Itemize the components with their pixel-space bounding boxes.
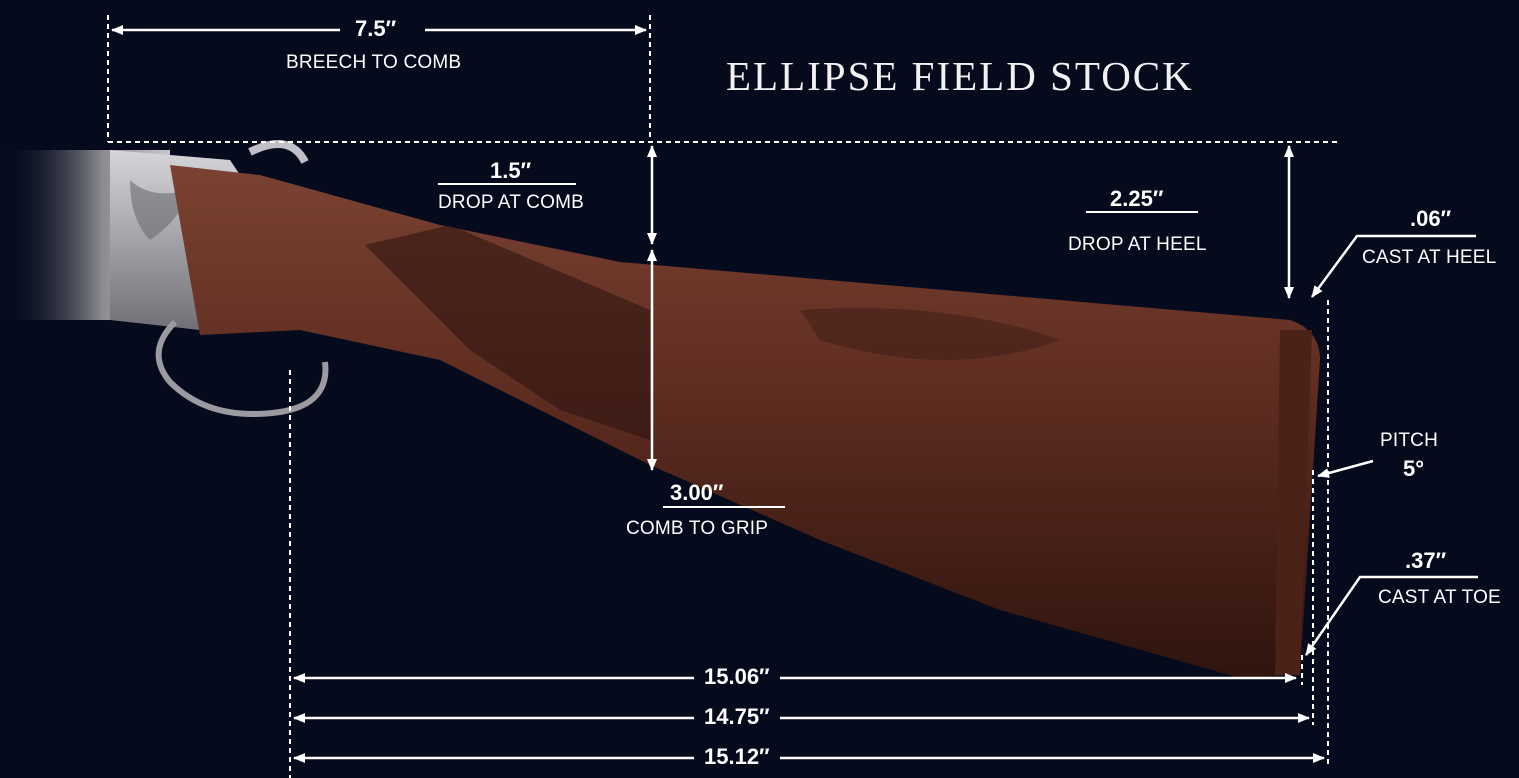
- drop-at-heel-value: 2.25″: [1110, 186, 1164, 211]
- drop-at-heel-label: DROP AT HEEL: [1068, 234, 1207, 255]
- comb-to-grip-label: COMB TO GRIP: [626, 518, 769, 539]
- value-underlines: [438, 183, 1198, 508]
- pitch-value: 5°: [1403, 456, 1425, 481]
- dimension-arrows: [111, 25, 1478, 763]
- top-lever: [248, 140, 309, 165]
- butt-plate: [1275, 330, 1312, 675]
- cast-toe-pointer: [1304, 575, 1478, 656]
- length-of-pull-center: 14.75″: [694, 704, 780, 730]
- length-of-pull-toe: 15.12″: [694, 744, 780, 770]
- drop-at-comb-label: DROP AT COMB: [438, 192, 584, 213]
- wood-figure: [800, 308, 1060, 360]
- length-of-pull-heel: 15.06″: [694, 664, 780, 690]
- comb-to-grip-value: 3.00″: [670, 480, 724, 505]
- cast-heel-pointer: [1310, 234, 1476, 298]
- breech-to-comb-label: BREECH TO COMB: [286, 52, 462, 73]
- pitch-label: PITCH: [1380, 430, 1438, 451]
- cast-at-toe-label: CAST AT TOE: [1378, 587, 1501, 608]
- checkering: [365, 225, 650, 440]
- engraving: [130, 180, 190, 240]
- drop-at-comb-value: 1.5″: [490, 158, 532, 183]
- trigger-guard: [155, 319, 329, 417]
- pitch-pointer: [1317, 459, 1374, 478]
- cast-at-heel-value: .06″: [1410, 206, 1452, 231]
- cast-at-heel-label: CAST AT HEEL: [1362, 247, 1497, 268]
- breech-to-comb-value: 7.5″: [355, 16, 397, 41]
- cast-at-toe-value: .37″: [1405, 548, 1447, 573]
- diagram-title: ELLIPSE FIELD STOCK: [726, 53, 1194, 99]
- reference-lines: [107, 15, 1340, 778]
